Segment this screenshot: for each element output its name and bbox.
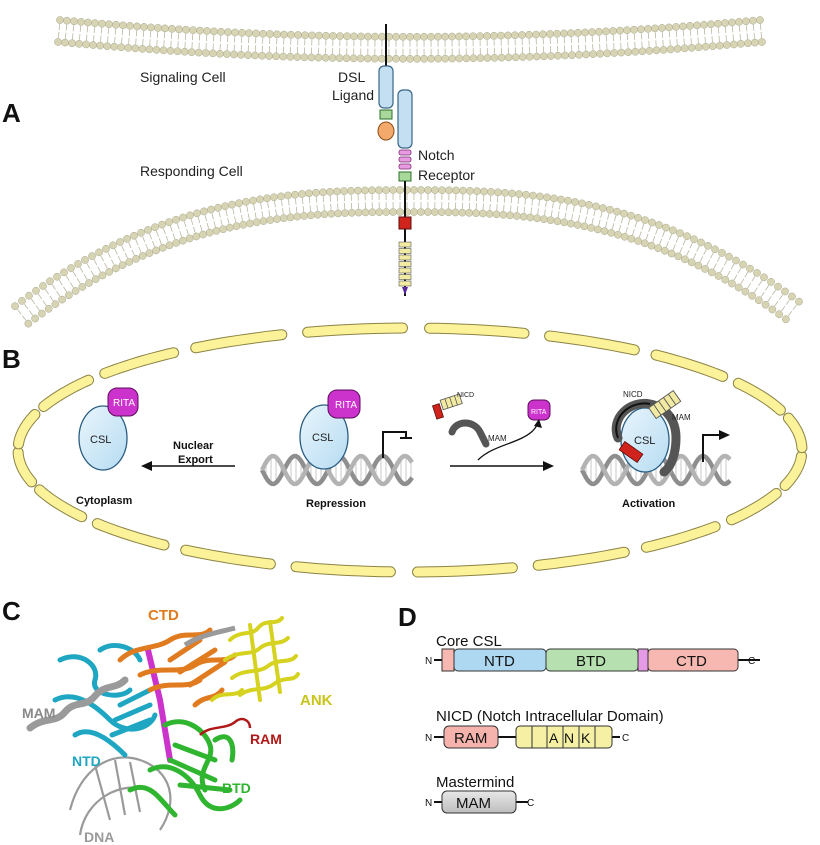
core-csl-domain-map [434,648,760,672]
cytoplasm-csl-label: CSL [90,434,111,446]
nicd-c-terminus: C [622,733,629,744]
protein-structure-ribbon [26,616,300,836]
nicd-domain-map [434,725,620,749]
dsl-label-line1: DSL [338,69,365,85]
panel-label-c: C [2,596,21,626]
nicd-n-terminus: N [425,733,432,744]
core-ntd-label: NTD [484,653,515,670]
dna-structure-label: DNA [84,829,114,845]
panel-label-b: B [2,344,21,374]
core-btd-label: BTD [576,653,606,670]
free-mam [448,419,490,448]
cytoplasm-label: Cytoplasm [76,495,132,507]
ntd-structure-label: NTD [72,753,101,769]
free-nicd [431,393,463,420]
nicd-ank-letter-n: N [564,730,574,746]
responding-cell-label: Responding Cell [140,163,243,179]
core-c-terminus: C [748,656,755,667]
dsl-ligand [377,24,395,141]
mastermind-title: Mastermind [436,774,514,791]
repression-csl-label: CSL [312,432,333,444]
free-rita-label: RITA [531,409,547,416]
activation-complex [611,390,730,477]
mastermind-domain-map [434,790,528,814]
nicd-title: NICD (Notch Intracellular Domain) [436,708,664,725]
core-csl-title: Core CSL [436,633,502,650]
mam-c-terminus: C [527,798,534,809]
mam-structure-label: MAM [22,705,55,721]
notch-label-line1: Notch [418,147,455,163]
nicd-ank-letter-k: K [581,730,591,746]
core-n-terminus: N [425,656,432,667]
repression-rita-label: RITA [335,400,357,411]
lipid-bilayer-membranes [11,16,803,328]
activation-label: Activation [622,498,675,510]
ank-structure-label: ANK [300,692,333,709]
mam-domain-label: MAM [456,795,491,812]
free-nicd-label: NICD [457,392,474,399]
notch-receptor [397,89,413,296]
nuclear-export-line1: Nuclear [173,440,214,452]
btd-ribbon [127,719,243,818]
nuclear-envelope [12,322,808,578]
signaling-cell-label: Signaling Cell [140,69,226,85]
ram-strand [199,717,252,736]
repression-label: Repression [306,498,366,510]
nuclear-export-arrow [141,461,235,471]
nicd-ank-letter-a: A [549,730,559,746]
linker-strand [145,647,173,763]
transition-arrows [450,419,554,471]
ram-structure-label: RAM [250,731,282,747]
free-mam-label: MAM [488,434,507,443]
mam-n-terminus: N [425,798,432,809]
dna-helix-grey [183,625,236,648]
btd-structure-label: BTD [222,780,251,796]
activation-csl-label: CSL [634,435,655,447]
mam-helix [26,676,129,732]
panel-label-d: D [398,602,417,632]
dsl-label-line2: Ligand [332,87,374,103]
ank-ribbon [210,616,300,702]
core-ctd-label: CTD [676,653,707,670]
notch-label-line2: Receptor [418,167,475,183]
cytoplasm-rita-label: RITA [113,398,135,409]
ctd-structure-label: CTD [148,607,179,624]
cytoplasm-csl-complex [78,387,139,471]
activation-nicd-label: NICD [623,390,643,399]
panel-label-a: A [2,98,21,128]
ntd-ribbon [52,643,158,758]
nicd-ram-label: RAM [454,730,487,747]
nuclear-export-line2: Export [178,454,213,466]
activation-mam-label: MAM [672,413,691,422]
repression-csl-complex [299,389,412,470]
